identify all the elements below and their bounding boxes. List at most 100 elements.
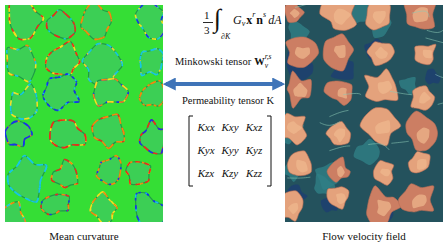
curvature-edge (136, 192, 163, 222)
formula-subscript: v (242, 20, 246, 28)
grain-shape (285, 191, 303, 222)
double-arrow (166, 82, 282, 86)
grain-highlight (377, 200, 391, 216)
particle-shape (90, 192, 117, 222)
grain-shape (404, 5, 436, 29)
particle-shape (9, 5, 43, 40)
image-ground (285, 5, 443, 222)
curvature-edge (140, 120, 163, 154)
particle-shape (8, 156, 47, 203)
streamline (287, 177, 310, 178)
streamline (320, 122, 340, 126)
matrix-entry: Kzx (198, 168, 215, 179)
curvature-edge (90, 192, 117, 222)
curvature-edge (5, 121, 32, 146)
curvature-edge (5, 202, 26, 222)
streamline (390, 91, 412, 95)
curvature-edge (5, 121, 32, 146)
curvature-edge (126, 162, 151, 185)
grain-shape (367, 186, 402, 222)
matrix-entry: Kxy (221, 122, 238, 133)
curvature-edge (8, 156, 47, 203)
grain-highlight (293, 83, 307, 97)
curvature-edge (92, 114, 124, 148)
particle-shape (140, 81, 163, 106)
curvature-edge (47, 10, 76, 39)
curvature-edge (5, 121, 32, 146)
particle-shape (41, 194, 69, 214)
formula-term: n (256, 14, 263, 26)
curvature-edge (94, 79, 129, 106)
grain-highlight (375, 47, 388, 59)
curvature-edge (96, 156, 121, 185)
particle-shape (46, 41, 80, 75)
particle-shape (140, 49, 163, 76)
curvature-edge (46, 41, 80, 75)
fraction-bar (203, 22, 213, 23)
flow-patch (354, 139, 380, 165)
matrix-entry: Kxz (246, 122, 263, 133)
grain-highlight (380, 169, 390, 176)
grain-highlight (290, 9, 300, 18)
particle-shape (5, 121, 32, 146)
image-caption: Mean curvature (0, 230, 183, 242)
particle-shape (7, 45, 36, 81)
formula-term: x (246, 14, 252, 26)
curvature-edge (47, 10, 76, 39)
streamline (435, 74, 443, 78)
image-caption: Flow velocity field (265, 230, 448, 242)
curvature-edge (136, 192, 163, 222)
curvature-edge (9, 5, 43, 40)
streamline (427, 30, 443, 33)
streamline (426, 38, 443, 44)
streamline (343, 93, 361, 94)
matrix-bracket (267, 116, 271, 186)
grain-highlight (417, 159, 427, 170)
grain-highlight (373, 11, 386, 24)
grain-shape (286, 37, 319, 68)
curvature-edge (47, 10, 76, 39)
curvature-edge (140, 120, 163, 154)
curvature-edge (135, 5, 163, 39)
curvature-edge (11, 84, 38, 119)
particle-shape (47, 10, 76, 39)
formula-superscript: r (252, 11, 255, 19)
curvature-edge (7, 45, 36, 81)
tensor-symbol: W (254, 57, 265, 68)
curvature-edge (90, 192, 117, 222)
grain-shape (415, 44, 436, 65)
curvature-edge (43, 74, 79, 110)
matrix-bracket (189, 116, 193, 186)
grain-highlight (413, 7, 429, 22)
grain-shape (366, 5, 391, 30)
particle-shape (126, 162, 151, 185)
curvature-edge (96, 156, 121, 185)
curvature-edge (92, 114, 124, 148)
curvature-edge (8, 156, 47, 203)
curvature-edge (81, 5, 112, 39)
particle-shape (92, 114, 124, 148)
formula-term: 3 (204, 25, 210, 36)
matrix-entry: Kxx (197, 122, 214, 133)
curvature-edge (41, 194, 69, 214)
matrix-entry: Kyx (197, 145, 214, 156)
curvature-edge (135, 5, 163, 39)
image-panel: Flow velocity field (285, 5, 443, 222)
curvature-edge (5, 202, 26, 222)
curvature-edge (8, 156, 47, 203)
streamline (391, 141, 408, 143)
tensor-name: Permeability tensor K (182, 96, 274, 107)
curvature-edge (46, 41, 80, 75)
grain-highlight (334, 9, 351, 25)
streamline (295, 5, 313, 7)
curvature-edge (81, 5, 112, 39)
particle-shape (94, 79, 129, 106)
particle-shape (136, 192, 163, 222)
grain-shape (408, 151, 430, 173)
curvature-edge (140, 49, 163, 76)
grain-highlight (295, 47, 310, 59)
grain-shape (287, 71, 311, 108)
grain-shape (360, 107, 401, 145)
grain-highlight (423, 50, 432, 58)
